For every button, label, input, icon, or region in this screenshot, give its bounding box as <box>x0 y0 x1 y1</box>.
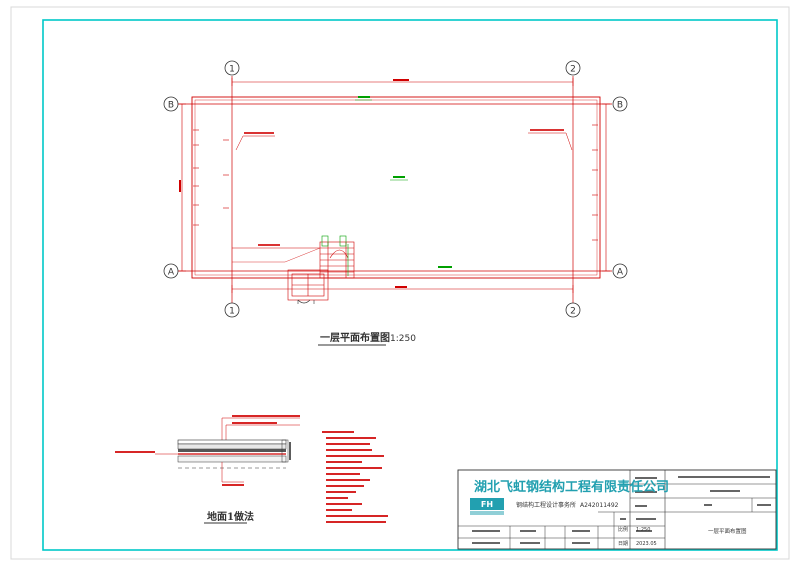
axis-label-bottom-2: 2 <box>570 307 576 317</box>
leader-note-left <box>235 135 275 151</box>
plan-scale: 1:250 <box>390 334 416 344</box>
axis-bubble-left-a: A <box>163 263 179 279</box>
scale-label: 比例 <box>618 526 628 533</box>
axis-label-top-2: 2 <box>570 65 576 75</box>
door-swing <box>297 299 315 304</box>
axis-bubble-top-1: 1 <box>224 60 240 76</box>
scale-value: 1:250 <box>636 527 650 533</box>
left-wall-marks <box>193 129 229 226</box>
axis-label-right-a: A <box>617 268 624 278</box>
axis-bubble-bottom-2: 2 <box>565 302 581 318</box>
company-logo: FH <box>470 498 504 515</box>
building-inner-outline <box>194 99 598 276</box>
leader-note-right <box>528 132 573 151</box>
axis-label-right-b: B <box>617 101 623 111</box>
date-label: 日期 <box>618 541 628 547</box>
left-dimension-text <box>179 180 181 192</box>
section-left-note <box>115 451 155 453</box>
axis-bubble-bottom-1: 1 <box>224 302 240 318</box>
svg-text:FH: FH <box>481 500 493 509</box>
axis-bubble-right-a: A <box>612 263 628 279</box>
axis-bubble-top-2: 2 <box>565 60 581 76</box>
section-title: 地面1做法 <box>207 510 254 523</box>
bottom-dimension-text <box>395 286 407 288</box>
company-name: 湖北飞虹钢结构工程有限责任公司 <box>474 479 669 495</box>
certificate-number: A242011492 <box>580 502 619 509</box>
layer-waterproof <box>178 449 286 452</box>
plan-title: 一层平面布置图 <box>320 331 390 344</box>
axis-label-left-b: B <box>168 101 174 111</box>
floor-section-detail: 地面1做法 <box>115 415 300 524</box>
axis-label-left-a: A <box>168 268 175 278</box>
layer-base <box>177 455 287 463</box>
design-notes <box>322 431 388 523</box>
bottom-right-label <box>438 266 452 268</box>
top-dimension-text <box>393 79 409 81</box>
entrance-porch <box>287 269 329 301</box>
staircase-block <box>319 241 355 279</box>
drawing-name: 一层平面布置图 <box>708 527 747 535</box>
axis-label-top-1: 1 <box>229 65 235 75</box>
floor-plan: 1 2 1 2 B B A A 一层平面布置图 <box>163 60 628 346</box>
title-block: 湖北飞虹钢结构工程有限责任公司 FH 钢结构工程设计事务所 A242011492… <box>457 469 777 550</box>
axis-label-bottom-1: 1 <box>229 307 235 317</box>
inner-frame-border <box>42 19 778 551</box>
department-name: 钢结构工程设计事务所 <box>516 501 576 509</box>
layer-top <box>177 439 287 445</box>
date-value: 2023.05 <box>636 541 657 547</box>
section-bottom-note <box>222 484 244 486</box>
building-outline <box>191 96 601 279</box>
axis-bubble-right-b: B <box>612 96 628 112</box>
axis-bubble-left-b: B <box>163 96 179 112</box>
outer-sheet-border <box>10 6 790 560</box>
right-wall-marks <box>592 124 598 241</box>
